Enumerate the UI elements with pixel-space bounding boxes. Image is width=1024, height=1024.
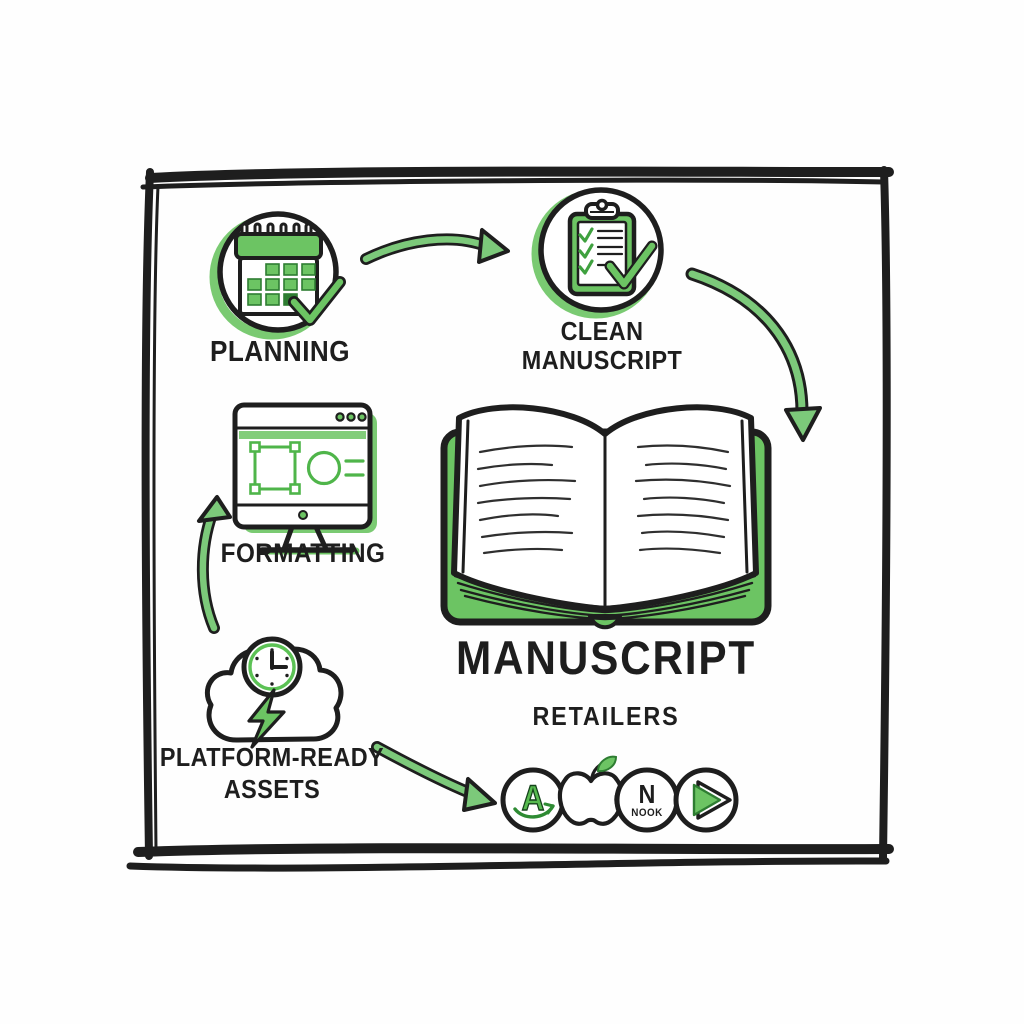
nook-letter: N xyxy=(638,779,656,809)
lightning-bolt-icon xyxy=(247,688,286,749)
node-formatting xyxy=(232,402,377,555)
arrow-planning-to-clean xyxy=(360,228,510,265)
calendar-check-icon xyxy=(234,222,346,326)
frame-sketch xyxy=(126,166,894,872)
clipboard-checklist-icon xyxy=(567,198,658,297)
monitor-design-icon xyxy=(232,402,377,555)
arrow-assets-to-formatting xyxy=(196,495,232,634)
planning-label: PLANNING xyxy=(210,336,350,368)
nook-wordmark: NOOK xyxy=(631,807,663,819)
book-subtitle: RETAILERS xyxy=(532,701,680,731)
retailer-icons-row xyxy=(500,755,739,833)
node-planning xyxy=(209,211,346,340)
arrow-clean-to-book xyxy=(685,267,822,442)
open-book-illustration xyxy=(440,404,772,630)
clean-manuscript-label-line2: MANUSCRIPT xyxy=(521,345,683,375)
formatting-label: FORMATTING xyxy=(220,538,386,568)
amazon-letter: A xyxy=(521,779,545,818)
book-title: MANUSCRIPT xyxy=(456,631,756,684)
platform-assets-label-line1: PLATFORM-READY xyxy=(159,742,385,772)
platform-assets-label-line2: ASSETS xyxy=(223,774,321,804)
node-platform-assets xyxy=(204,636,344,749)
cloud-clock-bolt-icon xyxy=(204,636,344,749)
clean-manuscript-label-line1: CLEAN xyxy=(560,316,644,346)
google-play-icon xyxy=(673,767,739,833)
node-clean-manuscript xyxy=(531,187,664,319)
arrow-assets-to-retailers xyxy=(371,741,497,812)
